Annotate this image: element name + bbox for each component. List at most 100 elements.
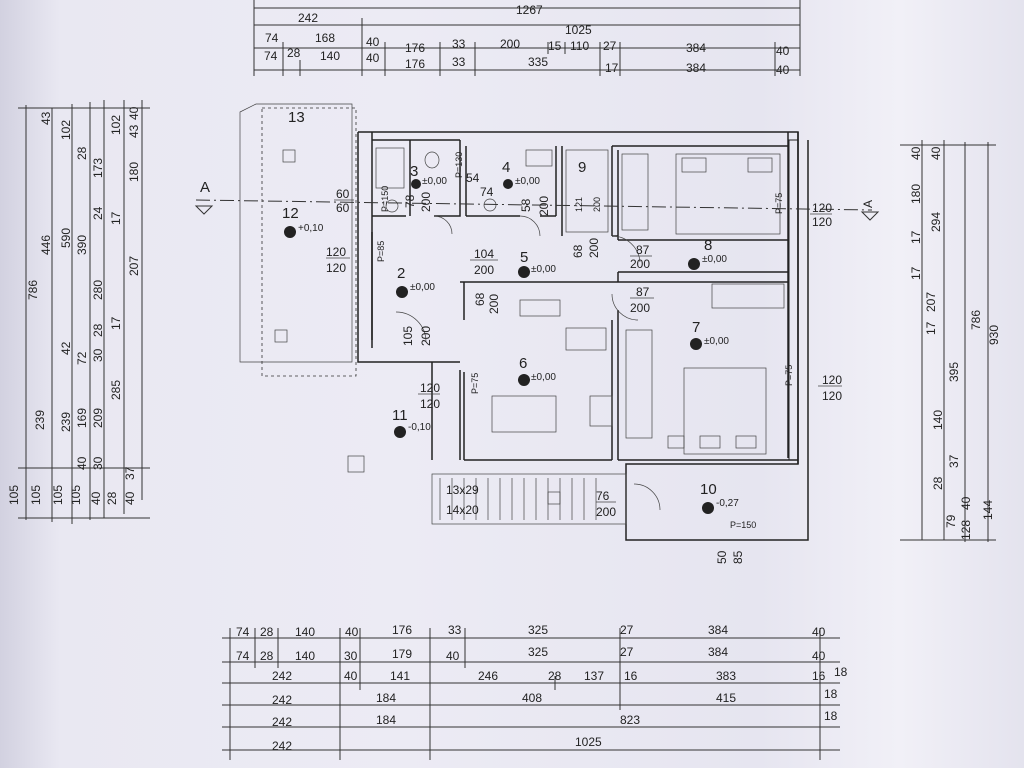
right-dim: 207: [924, 292, 938, 312]
bottom-dim: 40: [344, 669, 358, 683]
washbasin: [483, 198, 497, 212]
top-dim: 335: [528, 55, 548, 69]
right-dim: 144: [981, 500, 995, 520]
left-dim: 30: [91, 348, 105, 362]
bottom-dim: 28: [548, 669, 562, 683]
left-dim: 180: [127, 162, 141, 182]
door-width: 50: [715, 550, 729, 564]
room-number: 11: [392, 407, 408, 424]
toilet: [424, 151, 440, 169]
bottom-dim: 823: [620, 713, 640, 727]
door-arc: [633, 483, 661, 511]
section-arrow-left-icon: [194, 205, 214, 215]
right-dim: 786: [969, 310, 983, 330]
door-height: 60: [336, 201, 350, 215]
level-value: ±0,00: [704, 336, 729, 347]
window-height: 120: [420, 397, 440, 411]
room-number: 3: [410, 163, 418, 180]
bottom-dim: 40: [345, 625, 359, 639]
door-height: 200: [630, 257, 650, 271]
right-dim: 17: [924, 321, 938, 335]
bath-dim: 74: [480, 185, 494, 199]
left-dim: 285: [109, 380, 123, 400]
top-dim: 28: [287, 46, 301, 60]
top-dim: 176: [405, 57, 425, 71]
top-dim-overall: 1267: [516, 3, 543, 17]
window-height: 120: [812, 215, 832, 229]
top-dim: 168: [315, 31, 335, 45]
left-dim: 446: [39, 235, 53, 255]
room-number: 12: [282, 205, 299, 222]
column-marker: [282, 149, 296, 163]
left-dim: 28: [105, 491, 119, 505]
right-dim: 37: [947, 454, 961, 468]
door-height: 200: [592, 197, 602, 212]
top-dim: 33: [452, 37, 466, 51]
bottom-dim: 242: [272, 739, 292, 753]
parapet-height: P=75: [774, 193, 784, 214]
top-dim: 74: [265, 31, 279, 45]
top-dim: 110: [570, 39, 589, 53]
left-dim: 43: [127, 124, 141, 138]
door-height: 200: [419, 326, 433, 346]
window-width: 120: [420, 381, 440, 395]
door-width: 76: [596, 489, 610, 503]
stairs-bottom: 14x20: [446, 503, 479, 517]
window-height: 120: [822, 389, 842, 403]
bottom-dim: 74: [236, 649, 250, 663]
bottom-dim: 140: [295, 625, 315, 639]
room-number: 10: [700, 481, 717, 498]
parapet-height: P=75: [784, 365, 794, 386]
parapet-height: P=130: [454, 152, 464, 178]
bottom-dim: 184: [376, 691, 396, 705]
bottom-dim: 179: [392, 647, 412, 661]
room-labels: 13 12 +0,10 2 ±0,00 3 ±0,00 4 ±0,00 9 5 …: [282, 109, 739, 514]
left-dim: 17: [109, 211, 123, 225]
bottom-dim: 415: [716, 691, 736, 705]
section-label-right: A: [861, 200, 875, 208]
right-dim: 40: [909, 146, 923, 160]
section-line-a-a: A A: [194, 179, 880, 221]
room-number: 5: [520, 249, 528, 266]
bottom-dim: 384: [708, 645, 728, 659]
top-dim: 27: [603, 39, 617, 53]
top-dim: 200: [500, 37, 520, 51]
right-dim: 395: [947, 362, 961, 382]
left-dim: 102: [59, 120, 73, 140]
parapet-height: P=85: [376, 241, 386, 262]
parapet-height: P=75: [470, 373, 480, 394]
shower-tray: [375, 147, 405, 189]
right-dimension-chains: 40 180 17 17 207 17 140 28 79 40 294 395…: [900, 140, 1001, 542]
pillow: [681, 157, 707, 173]
left-dim: 43: [39, 111, 53, 125]
stairs-top: 13x29: [446, 483, 479, 497]
left-dim: 105: [7, 485, 21, 505]
kitchen-shelf: [519, 299, 561, 317]
room-number: 8: [704, 237, 712, 254]
left-dim: 40: [123, 491, 137, 505]
left-dim: 30: [91, 456, 105, 470]
window-height: 120: [326, 261, 346, 275]
top-dim: 384: [686, 61, 706, 75]
column-marker: [274, 329, 288, 343]
level-value: ±0,00: [702, 254, 727, 265]
top-dim: 384: [686, 41, 706, 55]
left-dim: 105: [29, 485, 43, 505]
level-marker-icon: [690, 338, 702, 350]
door-height: 200: [487, 294, 501, 314]
top-dim: 242: [298, 11, 318, 25]
top-dim: 140: [320, 49, 340, 63]
cabinet: [525, 149, 553, 167]
bottom-dim: 140: [295, 649, 315, 663]
level-value: ±0,00: [410, 282, 435, 293]
parapet-height: P=150: [380, 186, 390, 212]
level-value: -0,27: [716, 498, 739, 509]
terrace-13-outline: [239, 103, 353, 363]
right-dim: 17: [909, 230, 923, 244]
bottom-dim: 40: [812, 649, 826, 663]
level-marker-icon: [503, 179, 513, 189]
right-dim: 294: [929, 212, 943, 232]
right-dim: 930: [987, 325, 1001, 345]
door-width: 78: [403, 194, 417, 208]
